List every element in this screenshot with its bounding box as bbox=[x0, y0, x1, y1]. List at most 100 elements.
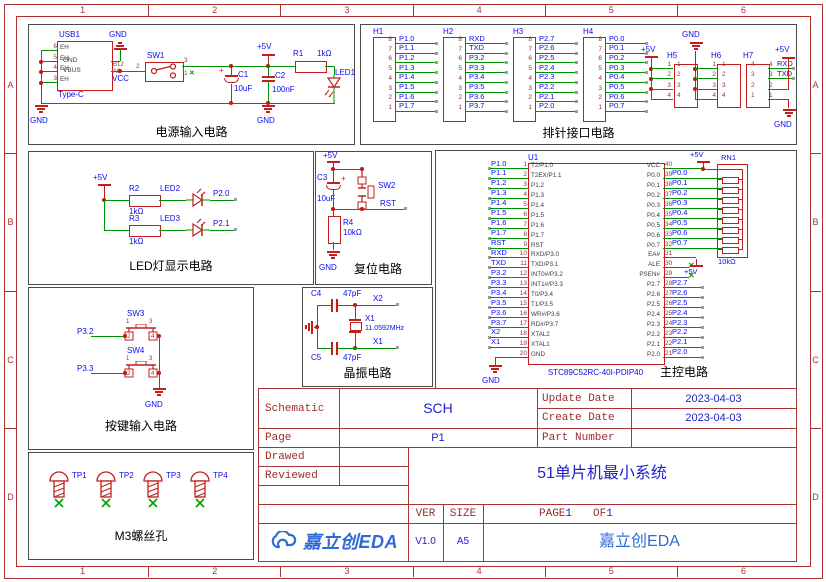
schematic-value[interactable]: SCH bbox=[423, 400, 453, 416]
net-label[interactable]: P2.6 bbox=[672, 287, 688, 297]
net-label[interactable]: P2.4 bbox=[672, 307, 688, 317]
rn1-symbol[interactable] bbox=[717, 164, 748, 258]
net-label[interactable]: P0.5 bbox=[609, 82, 625, 92]
net-label[interactable]: P2.0 bbox=[213, 189, 230, 198]
net-label[interactable]: P3.5 bbox=[469, 82, 485, 92]
net-label[interactable]: P1.7 bbox=[399, 101, 415, 111]
p5v-label[interactable]: +5V bbox=[775, 45, 790, 54]
net-label[interactable]: P2.5 bbox=[672, 297, 688, 307]
net-label-vcc[interactable]: VCC bbox=[112, 74, 129, 83]
net-label[interactable]: P3.5 bbox=[491, 297, 507, 307]
net-label[interactable]: P3.2 bbox=[469, 52, 485, 62]
p5v-label[interactable]: +5V bbox=[93, 173, 108, 182]
net-label[interactable]: P3.7 bbox=[469, 101, 485, 111]
sw2-symbol[interactable] bbox=[356, 169, 376, 209]
net-label[interactable]: P0.5 bbox=[672, 218, 688, 228]
gnd-symbol[interactable] bbox=[326, 251, 340, 259]
net-label[interactable]: P0.0 bbox=[609, 33, 625, 43]
led2-symbol[interactable] bbox=[186, 188, 210, 208]
sheet-title[interactable]: 51单片机最小系统 bbox=[537, 465, 667, 482]
net-label[interactable]: P0.0 bbox=[672, 168, 688, 178]
r4-symbol[interactable] bbox=[328, 216, 341, 244]
net-label[interactable]: P1.1 bbox=[491, 168, 507, 178]
net-label[interactable]: P2.1 bbox=[539, 91, 555, 101]
net-label[interactable]: RXD bbox=[491, 247, 507, 257]
r2-symbol[interactable] bbox=[129, 195, 161, 207]
update-date-value[interactable]: 2023-04-03 bbox=[685, 393, 742, 405]
ver-value[interactable]: V1.0 bbox=[415, 536, 436, 547]
net-label[interactable]: P2.0 bbox=[672, 347, 688, 357]
net-label[interactable]: P2.2 bbox=[672, 327, 688, 337]
gnd-symbol[interactable] bbox=[152, 388, 166, 396]
net-label[interactable]: P1.6 bbox=[399, 91, 415, 101]
net-label[interactable]: P1.2 bbox=[491, 178, 507, 188]
net-label[interactable]: P0.1 bbox=[609, 43, 625, 53]
jlceda-logo-icon[interactable] bbox=[267, 531, 299, 553]
net-label[interactable]: P1.5 bbox=[491, 208, 507, 218]
net-label[interactable]: P1.4 bbox=[491, 198, 507, 208]
gnd-symbol[interactable] bbox=[689, 42, 703, 50]
net-label[interactable]: TXD bbox=[777, 68, 792, 78]
net-label[interactable]: P0.1 bbox=[672, 178, 688, 188]
h7-symbol[interactable] bbox=[746, 64, 770, 108]
net-label[interactable]: P0.2 bbox=[609, 52, 625, 62]
sw1-symbol[interactable] bbox=[145, 62, 184, 82]
page-value[interactable]: P1 bbox=[431, 432, 445, 444]
h1-symbol[interactable] bbox=[373, 37, 396, 122]
net-label[interactable]: P1.0 bbox=[491, 158, 507, 168]
h2-symbol[interactable] bbox=[443, 37, 466, 122]
u1-symbol[interactable] bbox=[528, 163, 665, 365]
h4-symbol[interactable] bbox=[583, 37, 606, 122]
c2-symbol[interactable] bbox=[262, 76, 275, 78]
net-label[interactable]: RXD bbox=[469, 33, 485, 43]
net-label[interactable]: RST bbox=[380, 199, 396, 208]
gnd-label[interactable]: GND bbox=[682, 30, 700, 39]
c3-symbol[interactable] bbox=[327, 182, 340, 184]
led1-symbol[interactable] bbox=[324, 75, 346, 103]
net-label[interactable]: P1.7 bbox=[491, 228, 507, 238]
net-label[interactable]: X1 bbox=[373, 337, 383, 346]
screw-item[interactable]: TP2 bbox=[92, 467, 139, 523]
net-label[interactable]: P3.3 bbox=[77, 364, 94, 373]
net-label[interactable]: P2.4 bbox=[539, 62, 555, 72]
net-label[interactable]: P3.3 bbox=[491, 277, 507, 287]
net-label[interactable]: P3.4 bbox=[469, 72, 485, 82]
size-value[interactable]: A5 bbox=[456, 536, 470, 547]
gnd-label[interactable]: GND bbox=[774, 120, 792, 129]
net-label[interactable]: TXD bbox=[491, 257, 506, 267]
net-label[interactable]: P0.6 bbox=[672, 228, 688, 238]
jlceda-logo-text[interactable]: 嘉立创EDA bbox=[303, 532, 399, 552]
gnd-symbol[interactable] bbox=[305, 320, 313, 334]
net-label[interactable]: P0.3 bbox=[609, 62, 625, 72]
net-label[interactable]: P1.3 bbox=[399, 62, 415, 72]
r3-symbol[interactable] bbox=[129, 225, 161, 237]
c5-symbol[interactable] bbox=[331, 342, 333, 355]
net-label[interactable]: P2.5 bbox=[539, 52, 555, 62]
net-label[interactable]: P3.7 bbox=[491, 317, 507, 327]
net-label[interactable]: P2.1 bbox=[672, 337, 688, 347]
net-label[interactable]: RST bbox=[491, 238, 506, 247]
gnd-symbol[interactable] bbox=[261, 105, 275, 113]
net-label[interactable]: P0.3 bbox=[672, 198, 688, 208]
net-label[interactable]: P1.2 bbox=[399, 52, 415, 62]
net-label[interactable]: P2.3 bbox=[539, 72, 555, 82]
net-label[interactable]: P0.6 bbox=[609, 91, 625, 101]
h3-symbol[interactable] bbox=[513, 37, 536, 122]
net-label[interactable]: P1.6 bbox=[491, 218, 507, 228]
c4-symbol[interactable] bbox=[331, 299, 333, 312]
screw-item[interactable]: TP3 bbox=[139, 467, 186, 523]
usb1-symbol[interactable] bbox=[57, 41, 113, 91]
x1-symbol[interactable] bbox=[349, 319, 361, 321]
net-label[interactable]: P2.0 bbox=[539, 101, 555, 111]
net-label[interactable]: P2.7 bbox=[539, 33, 555, 43]
net-label[interactable]: P1.0 bbox=[399, 33, 415, 43]
gnd-symbol[interactable] bbox=[34, 105, 48, 113]
net-label[interactable]: P2.3 bbox=[672, 317, 688, 327]
net-label[interactable]: P3.6 bbox=[469, 91, 485, 101]
net-label[interactable]: P0.7 bbox=[609, 101, 625, 111]
gnd-symbol[interactable] bbox=[113, 42, 127, 50]
net-label[interactable]: X1 bbox=[491, 337, 501, 347]
x1-symbol-body[interactable] bbox=[350, 322, 362, 331]
net-label[interactable]: P1.1 bbox=[399, 43, 415, 53]
net-label[interactable]: P1.5 bbox=[399, 82, 415, 92]
